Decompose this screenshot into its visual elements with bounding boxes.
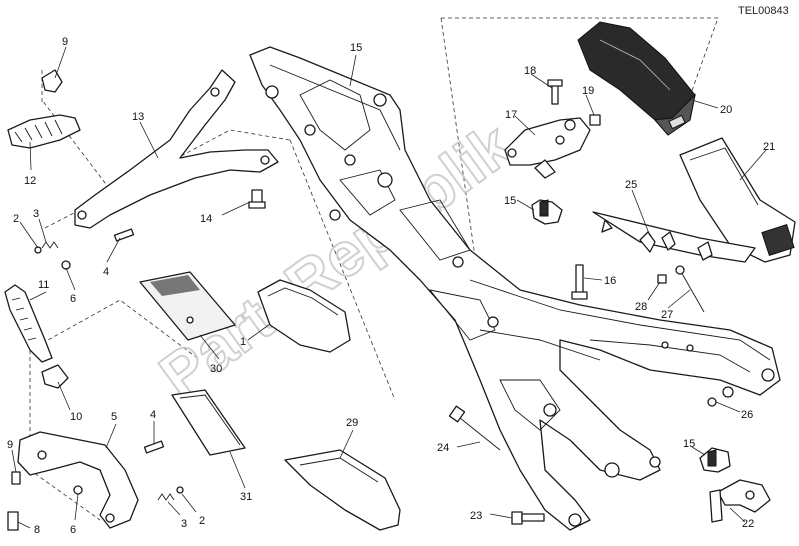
support-12[interactable] <box>74 69 279 229</box>
callout-9-upper: 9 <box>62 36 68 48</box>
rear-cover-lower[interactable] <box>679 137 796 263</box>
callout-29: 29 <box>346 417 358 429</box>
callout-4-lower: 4 <box>150 409 156 421</box>
callout-21: 21 <box>763 141 775 153</box>
nut-6-lower[interactable] <box>73 485 83 495</box>
plate-31[interactable] <box>171 389 246 456</box>
bracket-25[interactable] <box>592 211 756 263</box>
callout-25: 25 <box>625 179 637 191</box>
callout-14: 15 <box>350 42 362 54</box>
callout-27: 27 <box>661 309 673 321</box>
callout-24: 24 <box>437 442 449 454</box>
grommet-lower[interactable] <box>699 447 731 473</box>
callout-20: 20 <box>720 104 732 116</box>
callout-15-lower: 15 <box>683 438 695 450</box>
callout-6-lower: 6 <box>70 524 76 536</box>
bracket-9-lower[interactable] <box>41 364 69 389</box>
callout-12: 13 <box>132 111 144 123</box>
pin-2-upper[interactable] <box>34 246 42 254</box>
callout-2-upper: 2 <box>13 213 19 225</box>
callout-3-upper: 3 <box>33 208 39 220</box>
nut-19[interactable] <box>589 114 601 126</box>
callout-3-lower: 3 <box>181 518 187 530</box>
callout-18: 18 <box>524 65 536 77</box>
rear-subframe[interactable] <box>249 46 781 531</box>
callout-19: 19 <box>582 85 594 97</box>
callout-labels: 9 13 12 2 3 4 6 14 15 11 10 5 4 9 6 8 3 … <box>7 36 775 536</box>
footpeg-11[interactable] <box>7 114 81 149</box>
callout-10: 11 <box>38 279 49 291</box>
callout-15-upper: 15 <box>504 195 516 207</box>
pin-4-upper[interactable] <box>113 228 135 242</box>
nut-6-upper[interactable] <box>61 260 71 270</box>
grommet-upper[interactable] <box>531 199 563 225</box>
bolt-16[interactable] <box>571 264 588 300</box>
callout-4-upper: 4 <box>103 266 109 278</box>
callout-16: 16 <box>604 275 616 287</box>
callout-6-upper: 6 <box>70 293 76 305</box>
callout-7: 8 <box>34 524 40 536</box>
callout-13: 14 <box>200 213 212 225</box>
leader-lines <box>11 46 767 529</box>
bolt-23[interactable] <box>511 511 545 525</box>
callout-31: 31 <box>240 491 252 503</box>
callout-23: 23 <box>470 510 482 522</box>
callout-1: 1 <box>240 336 246 348</box>
rod-27[interactable] <box>675 265 705 313</box>
pin-2-lower[interactable] <box>176 486 184 494</box>
callout-8: 9 <box>7 439 13 451</box>
bracket-9-upper[interactable] <box>41 69 63 93</box>
callout-28: 28 <box>635 301 647 313</box>
spring-3-upper[interactable] <box>41 241 59 249</box>
bolt-18[interactable] <box>547 79 563 105</box>
bolt-8[interactable] <box>11 471 21 485</box>
callout-9-lower: 10 <box>70 411 82 423</box>
pin-4-lower[interactable] <box>143 440 165 454</box>
callout-5: 5 <box>111 411 117 423</box>
callout-11: 12 <box>24 175 36 187</box>
panel-29[interactable] <box>284 449 401 531</box>
diagram-code: TEL00843 <box>738 5 789 17</box>
callout-22: 22 <box>742 518 754 530</box>
upper-bracket[interactable] <box>504 117 591 179</box>
bolt-13[interactable] <box>248 189 266 209</box>
spring-3-lower[interactable] <box>157 493 175 501</box>
footpeg-10[interactable] <box>4 284 53 363</box>
callout-2-lower: 2 <box>199 515 205 527</box>
bolt-24[interactable] <box>448 405 501 451</box>
callout-17: 17 <box>505 109 517 121</box>
pad-1[interactable] <box>257 279 351 353</box>
callout-26: 26 <box>741 409 753 421</box>
nut-26[interactable] <box>707 397 717 407</box>
rear-cover-upper[interactable] <box>577 21 696 136</box>
callout-30: 30 <box>210 363 222 375</box>
bolt-7[interactable] <box>7 511 19 531</box>
screw-28[interactable] <box>657 274 667 284</box>
bracket-22[interactable] <box>709 479 771 523</box>
support-5[interactable] <box>17 431 139 529</box>
plate-30[interactable] <box>139 271 236 341</box>
